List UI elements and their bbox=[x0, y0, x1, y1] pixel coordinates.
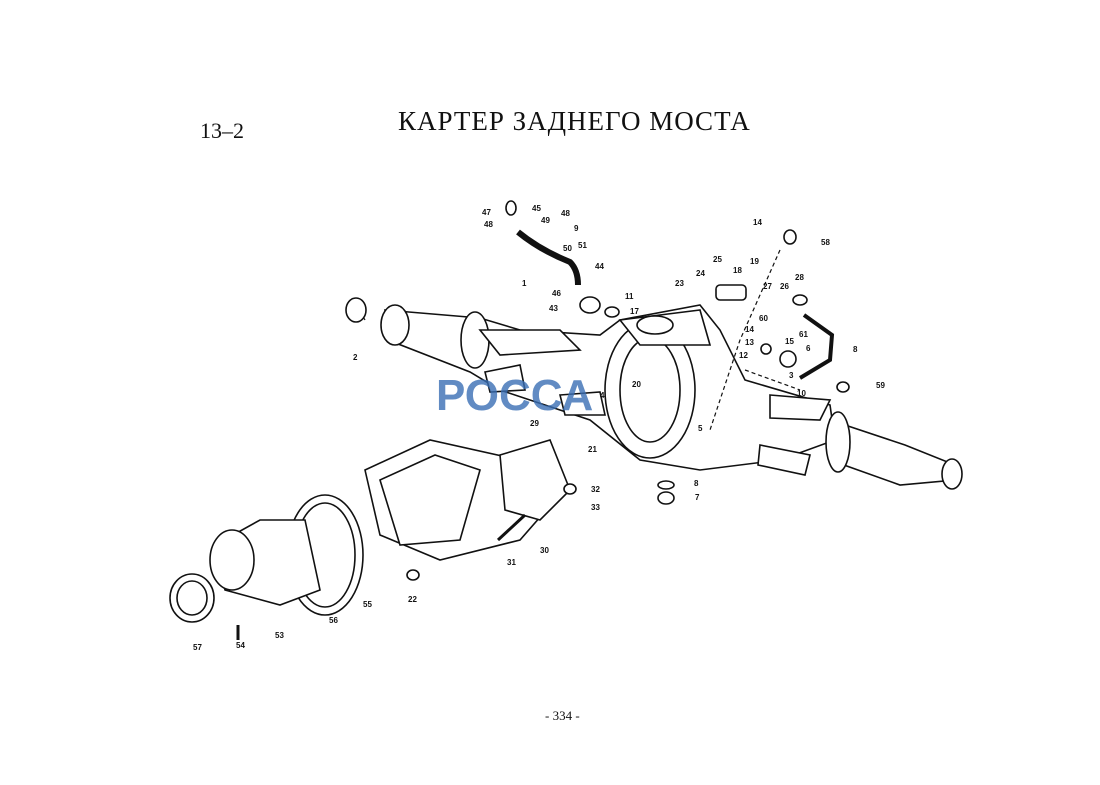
callout-56: 56 bbox=[329, 616, 338, 625]
callout-23: 23 bbox=[675, 279, 684, 288]
callout-19: 19 bbox=[750, 257, 759, 266]
callout-55: 55 bbox=[363, 600, 372, 609]
callout-3: 3 bbox=[789, 371, 794, 380]
callout-8: 8 bbox=[694, 479, 699, 488]
callout-61: 61 bbox=[799, 330, 808, 339]
callout-47: 47 bbox=[482, 208, 491, 217]
callout-11: 11 bbox=[625, 292, 634, 301]
callout-48: 48 bbox=[561, 209, 570, 218]
callout-12: 12 bbox=[739, 351, 748, 360]
callout-57: 57 bbox=[193, 643, 202, 652]
callout-32: 32 bbox=[591, 485, 600, 494]
callout-46: 46 bbox=[552, 289, 561, 298]
callout-10: 10 bbox=[797, 389, 806, 398]
differential-carrier bbox=[169, 439, 571, 623]
callout-53: 53 bbox=[275, 631, 284, 640]
callout-30: 30 bbox=[540, 546, 549, 555]
callout-43: 43 bbox=[549, 304, 558, 313]
page-title: КАРТЕР ЗАДНЕГО МОСТА bbox=[398, 106, 751, 136]
callout-18: 18 bbox=[733, 266, 742, 275]
callout-22: 22 bbox=[408, 595, 417, 604]
callout-31: 31 bbox=[507, 558, 516, 567]
callout-44: 44 bbox=[595, 262, 604, 271]
callout-50: 50 bbox=[563, 244, 572, 253]
callout-5: 5 bbox=[698, 424, 703, 433]
callout-26: 26 bbox=[780, 282, 789, 291]
page-number: - 334 - bbox=[545, 708, 580, 723]
callout-14: 14 bbox=[753, 218, 762, 227]
callout-7: 7 bbox=[695, 493, 700, 502]
callout-9: 9 bbox=[574, 224, 579, 233]
callout-20: 20 bbox=[632, 380, 641, 389]
callout-8: 8 bbox=[853, 345, 858, 354]
callout-2: 2 bbox=[353, 353, 358, 362]
callout-33: 33 bbox=[591, 503, 600, 512]
callout-58: 58 bbox=[821, 238, 830, 247]
callout-28: 28 bbox=[795, 273, 804, 282]
callout-6: 6 bbox=[806, 344, 811, 353]
callout-4: 4 bbox=[600, 391, 605, 400]
callout-24: 24 bbox=[696, 269, 705, 278]
axle-housing bbox=[380, 304, 963, 490]
watermark-logo: РОССА bbox=[436, 371, 593, 420]
callout-13: 13 bbox=[745, 338, 754, 347]
small-parts bbox=[236, 200, 850, 640]
callout-21: 21 bbox=[588, 445, 597, 454]
callout-25: 25 bbox=[713, 255, 722, 264]
callout-14: 14 bbox=[745, 325, 754, 334]
callout-60: 60 bbox=[759, 314, 768, 323]
callout-51: 51 bbox=[578, 241, 587, 250]
callout-59: 59 bbox=[876, 381, 885, 390]
callout-29: 29 bbox=[530, 419, 539, 428]
callout-15: 15 bbox=[785, 337, 794, 346]
section-number: 13–2 bbox=[200, 118, 244, 143]
callout-17: 17 bbox=[630, 307, 639, 316]
callout-27: 27 bbox=[763, 282, 772, 291]
callout-54: 54 bbox=[236, 641, 245, 650]
callout-49: 49 bbox=[541, 216, 550, 225]
callout-48: 48 bbox=[484, 220, 493, 229]
watermark-text: РОССА bbox=[436, 371, 593, 420]
callout-1: 1 bbox=[522, 279, 527, 288]
callout-45: 45 bbox=[532, 204, 541, 213]
